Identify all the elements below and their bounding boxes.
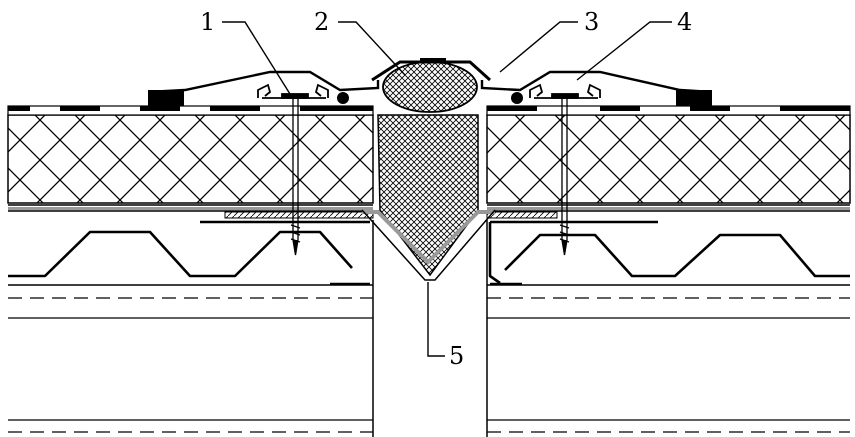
right-fixing-clip	[529, 83, 601, 99]
base-sheet	[8, 204, 850, 212]
right-support-strip	[486, 211, 558, 219]
leader-lines	[222, 21, 672, 357]
u-shaped-membrane	[362, 210, 495, 265]
right-girder	[486, 220, 850, 437]
left-fixing-clip	[257, 83, 329, 99]
backer-rod	[382, 61, 478, 113]
callout-1: 1	[200, 8, 215, 36]
right-insulation-board	[486, 114, 851, 204]
right-profiled-deck	[488, 220, 850, 286]
callout-2: 2	[314, 8, 329, 36]
callout-4: 4	[677, 8, 692, 36]
right-screw	[559, 98, 570, 256]
membrane-outline	[361, 209, 496, 281]
joint-filler	[377, 114, 479, 277]
left-insulation-board	[7, 114, 374, 204]
roof-membrane-right	[480, 70, 851, 116]
callout-5: 5	[449, 342, 464, 370]
roof-membrane-left	[7, 70, 380, 116]
left-girder	[8, 220, 374, 437]
left-sealant-bead	[337, 92, 349, 104]
grey-layer-right	[487, 207, 850, 210]
cover-strip-cap	[420, 58, 446, 63]
left-profiled-deck	[8, 220, 370, 286]
grey-layer-left	[8, 207, 373, 210]
callout-3: 3	[584, 8, 599, 36]
right-sealant-bead	[511, 92, 523, 104]
left-support-strip	[224, 211, 374, 219]
left-screw	[290, 98, 301, 256]
